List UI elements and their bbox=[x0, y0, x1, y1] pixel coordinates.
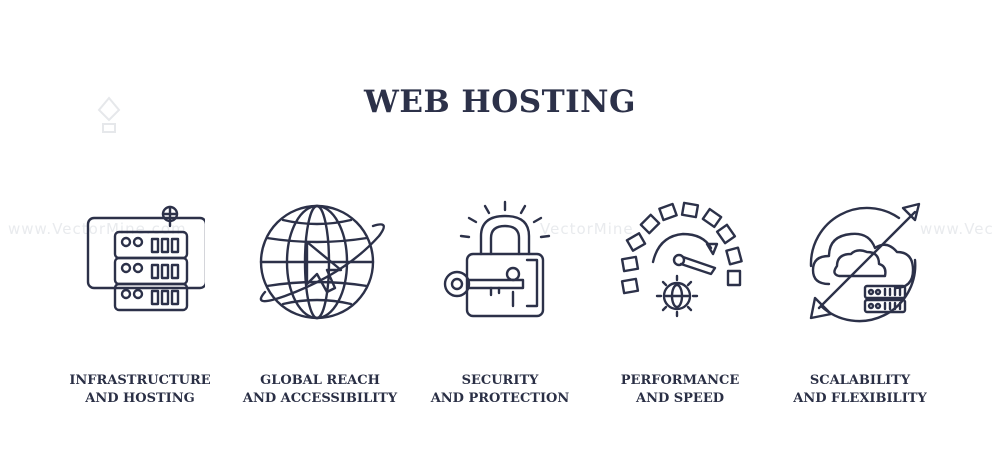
watermark-left: www.VectorMine.com bbox=[8, 220, 187, 238]
label-line-2: AND PROTECTION bbox=[430, 391, 570, 406]
label-line-2: AND HOSTING bbox=[85, 391, 195, 406]
watermark-right: www.Vec bbox=[920, 220, 994, 238]
page-title: WEB HOSTING bbox=[364, 84, 636, 120]
label-line-2: AND ACCESSIBILITY bbox=[242, 391, 398, 406]
feature-global-reach-label: GLOBAL REACH AND ACCESSIBILITY bbox=[225, 372, 415, 408]
feature-infrastructure: INFRASTRUCTURE AND HOSTING bbox=[45, 196, 235, 408]
speedometer-gear-icon bbox=[620, 201, 743, 318]
label-line-1: SECURITY bbox=[461, 373, 539, 388]
cloud-scale-icon bbox=[809, 202, 921, 323]
feature-performance-label: PERFORMANCE AND SPEED bbox=[585, 372, 775, 408]
feature-global-reach: GLOBAL REACH AND ACCESSIBILITY bbox=[225, 196, 415, 408]
feature-performance: PERFORMANCE AND SPEED bbox=[585, 196, 775, 408]
server-rack-icon bbox=[86, 205, 205, 312]
label-line-2: AND SPEED bbox=[635, 391, 725, 406]
feature-infrastructure-label: INFRASTRUCTURE AND HOSTING bbox=[45, 372, 235, 408]
label-line-1: GLOBAL REACH bbox=[260, 373, 380, 388]
feature-security: SECURITY AND PROTECTION bbox=[405, 196, 595, 408]
feature-security-label: SECURITY AND PROTECTION bbox=[405, 372, 595, 408]
padlock-key-icon bbox=[443, 200, 551, 318]
label-line-1: PERFORMANCE bbox=[620, 373, 740, 388]
label-line-2: AND FLEXIBILITY bbox=[793, 391, 927, 406]
label-line-1: SCALABILITY bbox=[809, 373, 911, 388]
globe-cursor-icon bbox=[259, 204, 385, 320]
watermark-center: VectorMine bbox=[540, 220, 634, 238]
feature-scalability: SCALABILITY AND FLEXIBILITY bbox=[765, 196, 955, 408]
label-line-1: INFRASTRUCTURE bbox=[69, 373, 211, 388]
feature-scalability-label: SCALABILITY AND FLEXIBILITY bbox=[765, 372, 955, 408]
watermark-logo-icon bbox=[97, 96, 121, 133]
